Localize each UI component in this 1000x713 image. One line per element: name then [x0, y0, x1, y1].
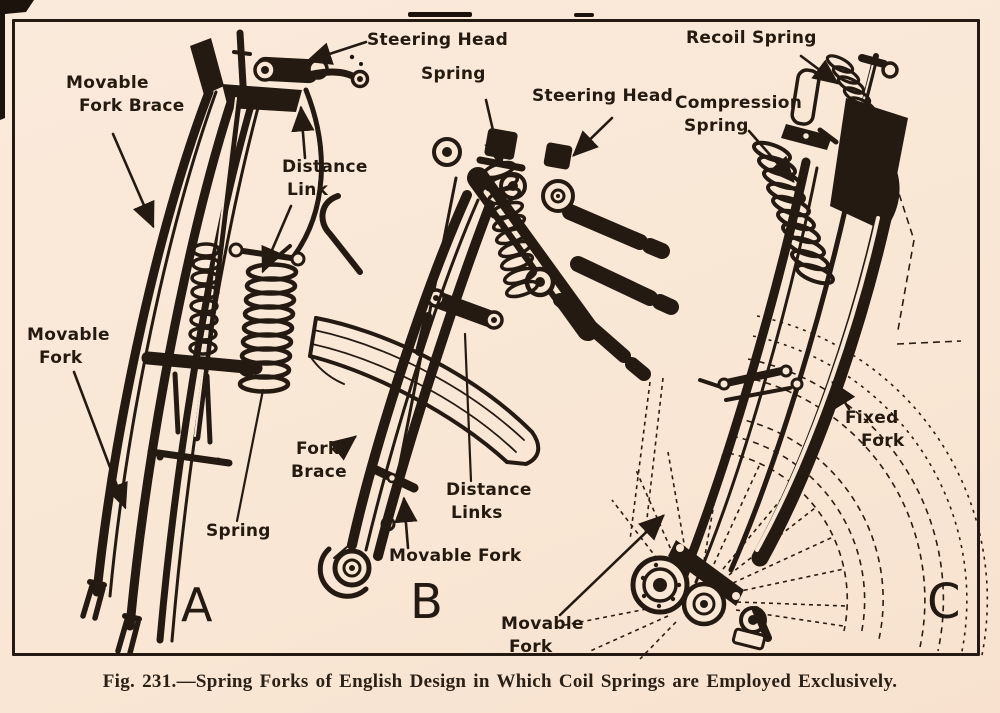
label-c-fixed-fork: Fixed Fork — [845, 407, 905, 453]
label-c-recoil-spring: Recoil Spring — [686, 28, 817, 48]
label-line: Brace — [291, 462, 347, 482]
label-a-distance-link: Distance Link — [282, 156, 368, 202]
scan-artifacts — [0, 0, 594, 120]
label-b-distance-links: Distance Links — [446, 479, 532, 525]
figure-letter-a: A — [181, 578, 213, 632]
label-b-movable-fork: Movable Fork — [389, 546, 522, 566]
label-c-movable-fork: Movable Fork — [501, 613, 584, 659]
label-line: Compression — [675, 93, 803, 113]
label-a-movable-fork: Movable Fork — [27, 324, 110, 370]
plate-border — [12, 19, 980, 656]
label-arrows — [72, 40, 856, 617]
label-line: Distance — [282, 157, 368, 177]
label-line: Fork — [296, 439, 340, 459]
label-line: Fork — [861, 431, 905, 451]
label-line: Distance — [446, 480, 532, 500]
label-line: Link — [287, 180, 329, 200]
figure-caption: Fig. 231.—Spring Forks of English Design… — [102, 671, 898, 692]
label-a-steering-head: Steering Head — [367, 30, 509, 50]
label-c-compression-spring: Compression Spring — [675, 92, 802, 138]
label-line: Fork Brace — [79, 96, 185, 116]
fork-b-drawing — [308, 128, 679, 599]
label-line: Fixed — [845, 408, 899, 428]
label-line: Movable — [66, 73, 149, 93]
label-b-steering-head: Steering Head — [532, 86, 674, 106]
figure-letter-c: C — [927, 574, 961, 630]
label-line: Fork — [39, 348, 83, 368]
label-a-movable-fork-brace: Movable Fork Brace — [66, 72, 185, 118]
label-line: Spring — [684, 116, 749, 136]
label-line: Movable — [27, 325, 110, 345]
label-line: Movable — [501, 614, 584, 634]
label-line: Fork — [509, 637, 553, 657]
figure-letter-b: B — [410, 574, 443, 630]
label-line: Links — [451, 503, 503, 523]
label-b-spring: Spring — [421, 64, 486, 84]
fork-a-inner-spring — [188, 242, 221, 356]
label-b-fork-brace: Fork Brace — [291, 438, 347, 484]
fork-c-drawing — [630, 53, 908, 651]
fork-a-spring-coil — [237, 244, 299, 394]
label-a-spring: Spring — [206, 521, 271, 541]
fork-a-drawing — [80, 29, 370, 656]
